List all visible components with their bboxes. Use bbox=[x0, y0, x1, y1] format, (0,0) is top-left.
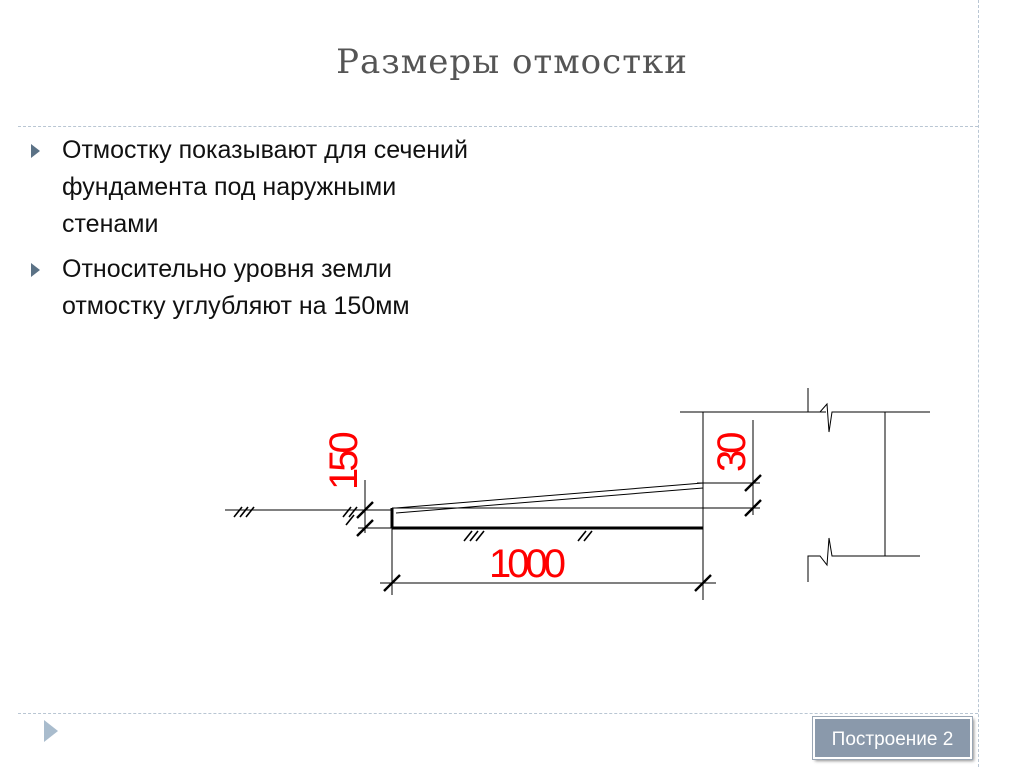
play-arrow-icon[interactable] bbox=[44, 720, 58, 742]
blind-area-inner-slope bbox=[395, 487, 704, 514]
build-step-button[interactable]: Построение 2 bbox=[812, 716, 973, 760]
slide-title: Размеры отмостки bbox=[336, 42, 688, 82]
blind-area-top-slope bbox=[395, 482, 704, 509]
bullet-text: Относительно уровня земли отмостку углуб… bbox=[62, 255, 410, 320]
triangle-bullet-icon bbox=[31, 263, 40, 277]
wall-break-bottom bbox=[807, 537, 920, 582]
bullet-text: Отмостку показывают для сечений фундамен… bbox=[62, 136, 468, 238]
slope-dimension-label: 30 bbox=[710, 433, 754, 472]
slope-dimension-ticks bbox=[744, 474, 762, 517]
triangle-bullet-icon bbox=[31, 144, 40, 158]
drawing-lines bbox=[225, 388, 930, 600]
base-hatch bbox=[463, 530, 593, 542]
bullet-item: Относительно уровня земли отмостку углуб… bbox=[30, 251, 470, 325]
bullet-list: Отмостку показывают для сечений фундамен… bbox=[30, 132, 470, 333]
title-divider bbox=[18, 126, 978, 127]
depth-dimension-ticks bbox=[356, 501, 374, 537]
wall-break-top bbox=[807, 388, 930, 433]
width-dimension-label: 1000 bbox=[489, 542, 565, 586]
dimension-labels: 150 30 1000 bbox=[322, 433, 754, 586]
depth-dimension-label: 150 bbox=[322, 433, 366, 490]
bullet-item: Отмостку показывают для сечений фундамен… bbox=[30, 132, 470, 243]
ground-hatch bbox=[233, 506, 255, 518]
right-guide-line bbox=[978, 0, 979, 767]
footer-divider bbox=[18, 713, 978, 714]
width-dimension-ticks bbox=[383, 574, 712, 592]
